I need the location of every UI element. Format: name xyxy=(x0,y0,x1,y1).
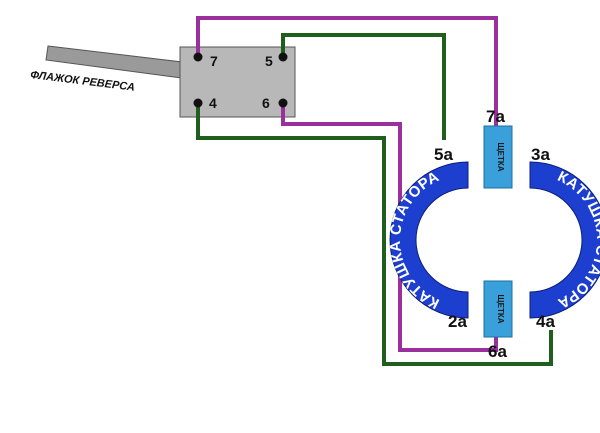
terminal-5-contact xyxy=(278,52,288,62)
wire-4-to-4a xyxy=(196,104,553,366)
wire-label-5a: 5а xyxy=(434,145,453,164)
wire-label-4a: 4а xyxy=(536,312,555,331)
brush-top-label: ЩЕТКА xyxy=(496,142,505,171)
wire-label-3a: 3а xyxy=(531,145,550,164)
terminal-5-label: 5 xyxy=(265,53,273,69)
wire-5-to-5a xyxy=(281,33,446,140)
terminal-6-label: 6 xyxy=(262,95,270,111)
wire-label-6a: 6а xyxy=(488,342,507,361)
brush-bottom-label: ЩЕТКА xyxy=(496,294,505,323)
wire-label-7a: 7а xyxy=(486,107,505,126)
terminal-7-contact xyxy=(193,52,203,62)
wire-label-2a: 2а xyxy=(448,312,467,331)
stator-coil-left xyxy=(389,161,469,319)
terminal-4-contact xyxy=(193,98,203,108)
wire-7-to-7a xyxy=(196,16,498,127)
brush-top xyxy=(483,125,513,189)
brush-bottom xyxy=(483,280,513,338)
terminal-7-label: 7 xyxy=(210,53,218,69)
reverse-flag-label: ФЛАЖОК РЕВЕРСА xyxy=(30,69,136,94)
terminal-6-contact xyxy=(278,98,288,108)
terminal-4-label: 4 xyxy=(209,95,217,111)
stator-coil-right xyxy=(529,161,600,319)
